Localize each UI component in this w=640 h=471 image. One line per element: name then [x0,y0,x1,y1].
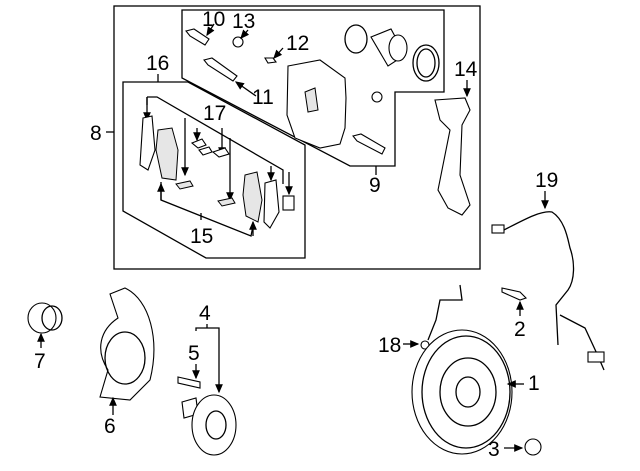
bleeder-cap [232,36,244,48]
callout-5[interactable]: 5 [188,342,200,365]
callout-8[interactable]: 8 [90,122,102,145]
pad-clip-1 [190,138,213,156]
caliper-assembly-box [113,5,481,270]
callout-15[interactable]: 15 [190,225,213,248]
bleeder-dust-cap [371,91,383,103]
pad-wear-indicator [282,195,295,211]
callout-16[interactable]: 16 [146,52,169,75]
nut [524,438,542,456]
callout-11[interactable]: 11 [252,86,274,109]
wheel-hub [191,394,237,456]
callout-2[interactable]: 2 [514,318,526,341]
callout-14[interactable]: 14 [454,58,478,81]
callout-1[interactable]: 1 [528,372,540,395]
brake-pad-inner [155,127,179,181]
pad-shim-outer [263,179,280,229]
callout-10[interactable]: 10 [202,8,225,31]
abs-sensor-wire [499,211,575,346]
pad-clip-2 [211,147,230,158]
guide-pin-bolt [352,133,386,155]
abs-sensor-head [587,351,605,363]
callout-7[interactable]: 7 [34,350,46,373]
brake-pad-outer [242,171,263,223]
pad-spring-1 [175,180,194,190]
piston-seal [344,24,368,54]
pad-kit-box [122,81,306,259]
brake-hose [427,284,463,341]
pad-spring-2 [217,197,236,207]
callout-6[interactable]: 6 [104,415,116,438]
caliper-support [434,97,471,216]
piston-boot [412,44,440,82]
callout-9[interactable]: 9 [369,174,381,197]
hub-bolt [177,376,201,389]
splash-shield [99,287,155,401]
callout-4[interactable]: 4 [199,302,211,325]
callout-3[interactable]: 3 [488,438,500,461]
callout-19[interactable]: 19 [535,169,558,192]
guide-pin-lower [203,57,238,82]
callout-12[interactable]: 12 [286,32,309,55]
brake-rotor [411,329,513,455]
caliper-kit-box [181,9,445,167]
screw [501,287,528,301]
abs-connector [491,224,505,234]
callout-13[interactable]: 13 [232,10,255,33]
callout-18[interactable]: 18 [378,334,401,357]
guide-pin-upper [185,28,210,46]
pad-shim-inner [139,115,156,171]
bleeder-screw [264,57,278,64]
callout-17[interactable]: 17 [203,102,226,125]
